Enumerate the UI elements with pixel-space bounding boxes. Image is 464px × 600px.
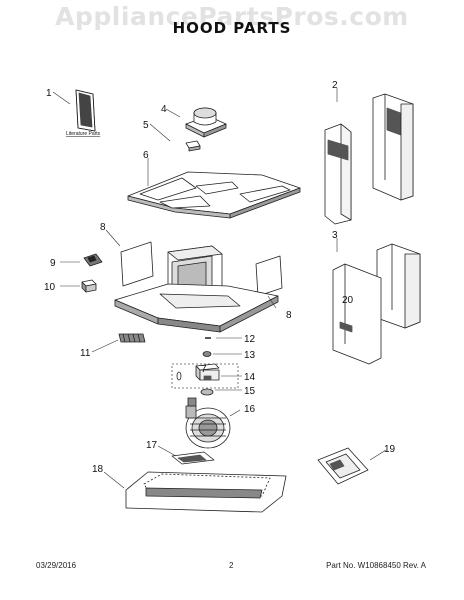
callout-15: 15 <box>244 386 256 397</box>
light-bracket <box>176 363 220 381</box>
callout-5: 5 <box>143 120 149 131</box>
hood-body <box>114 245 279 333</box>
grease-filter-left <box>120 241 154 287</box>
callout-3: 3 <box>332 230 338 241</box>
blower-plate <box>171 451 215 465</box>
terminal-block <box>81 279 97 293</box>
light-assembly <box>118 333 146 343</box>
duct-connector <box>185 107 227 138</box>
footer-date: 03/29/2016 <box>36 561 77 570</box>
callout-18: 18 <box>92 464 104 475</box>
callout-19: 19 <box>384 444 396 455</box>
grease-filter-right <box>255 255 283 297</box>
top-mounting-plate <box>127 171 301 219</box>
callout-6: 6 <box>143 150 149 161</box>
callout-12: 12 <box>244 334 256 345</box>
callout-10: 10 <box>44 282 56 293</box>
footer-part-number: Part No. W10868450 Rev. A <box>326 561 426 570</box>
literature-parts-label: Literature Parts <box>66 131 101 137</box>
lower-chimney-covers <box>332 243 421 365</box>
callout-17: 17 <box>146 440 158 451</box>
callout-4: 4 <box>161 104 167 115</box>
leader-lines <box>52 88 387 489</box>
blower-motor <box>185 397 231 449</box>
callout-numbers: 1 2 3 4 5 6 7 8 8 9 10 11 12 13 14 15 16… <box>44 80 396 475</box>
callout-14: 14 <box>244 372 256 383</box>
page-title: HOOD PARTS <box>172 19 292 37</box>
control-switch <box>83 253 103 267</box>
callout-1: 1 <box>46 88 52 99</box>
callout-8-left: 8 <box>100 222 106 233</box>
blower-washer <box>200 388 214 396</box>
callout-16: 16 <box>244 404 256 415</box>
callout-9: 9 <box>50 258 56 269</box>
remote-control <box>317 447 369 485</box>
knob <box>202 351 212 357</box>
callout-7: 7 <box>201 364 207 375</box>
callout-13: 13 <box>244 350 256 361</box>
upper-chimney-covers <box>324 93 414 225</box>
callout-11: 11 <box>80 348 91 359</box>
watermark: AppliancePartsPros.com <box>55 2 409 31</box>
panel-number-label: 20 <box>342 295 354 306</box>
footer-page-number: 2 <box>229 561 234 570</box>
bottom-panel <box>125 471 287 513</box>
literature-booklet <box>75 89 96 132</box>
damper-piece <box>185 140 201 152</box>
callout-2: 2 <box>332 80 338 91</box>
callout-8-right: 8 <box>286 310 292 321</box>
